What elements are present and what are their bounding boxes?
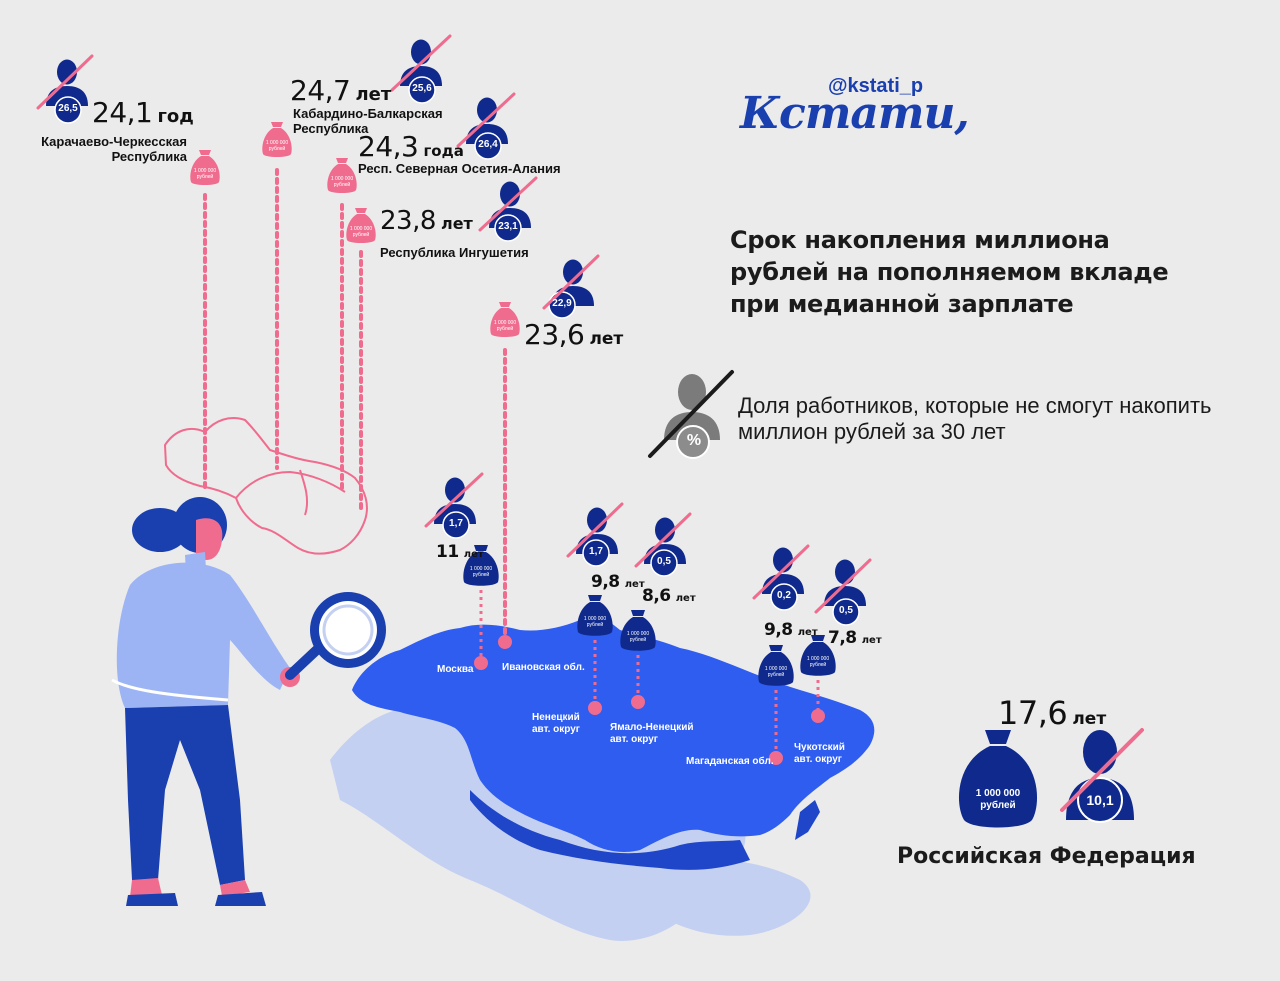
map-label-moscow: Москва <box>437 664 474 675</box>
federation-name: Российская Федерация <box>897 844 1196 869</box>
region-value-moscow: 11 лет <box>436 542 484 562</box>
woman-illustration <box>111 497 386 906</box>
federation-icons <box>958 728 1144 828</box>
map-label-magadan: Магаданская обл. <box>686 756 774 767</box>
share-badge-ingush: 23,1 <box>498 221 518 232</box>
map-point-markers <box>474 635 825 765</box>
region-value-kbr: 24,7 лет <box>290 74 392 107</box>
connector-lines <box>203 168 507 642</box>
region-value-kchr: 24,1 год <box>92 96 194 129</box>
region-value-chukotka: 7,8 лет <box>828 628 882 648</box>
region-value-ivanovo: 23,6 лет <box>524 318 624 351</box>
russia-map <box>352 612 875 852</box>
legend-badge: % <box>686 432 702 449</box>
region-value-magadan: 9,8 лет <box>764 620 818 640</box>
share-badge-kchr: 26,5 <box>58 103 78 114</box>
brand-logo: Кстати, <box>740 88 970 139</box>
legend-person-icon <box>648 370 734 459</box>
brand-handle[interactable]: @kstati_p <box>828 75 924 97</box>
share-badge-ivanovo: 22,9 <box>552 298 572 309</box>
federation-value: 17,6 лет <box>998 694 1107 732</box>
share-badge-chukotka: 0,5 <box>839 605 853 616</box>
region-name-osetia: Респ. Северная Осетия-Алания <box>358 161 561 176</box>
region-name-kchr: Карачаево-Черкесская Республика <box>41 134 187 164</box>
federation-share: 10,1 <box>1086 792 1114 808</box>
map-label-ivanovo: Ивановская обл. <box>502 662 585 673</box>
region-value-yamal: 8,6 лет <box>642 586 696 606</box>
region-value-osetia: 24,3 года <box>358 130 464 163</box>
caucasus-outline <box>163 417 368 555</box>
share-badge-moscow: 1,7 <box>449 518 463 529</box>
legend-text: Доля работников, которые не смогут накоп… <box>738 393 1212 444</box>
page-title: Срок накопления миллиона рублей на попол… <box>730 226 1169 318</box>
region-name-ingush: Республика Ингушетия <box>380 245 529 260</box>
share-badge-osetia: 26,4 <box>478 139 498 150</box>
region-value-ingush: 23,8 лет <box>380 206 473 236</box>
region-name-kbr: Кабардино-Балкарская Республика <box>293 106 443 136</box>
share-badge-nenets: 1,7 <box>589 546 603 557</box>
share-badge-kbr: 25,6 <box>412 83 432 94</box>
share-badge-yamal: 0,5 <box>657 556 671 567</box>
region-value-nenets: 9,8 лет <box>591 572 645 592</box>
share-badge-magadan: 0,2 <box>777 590 791 601</box>
